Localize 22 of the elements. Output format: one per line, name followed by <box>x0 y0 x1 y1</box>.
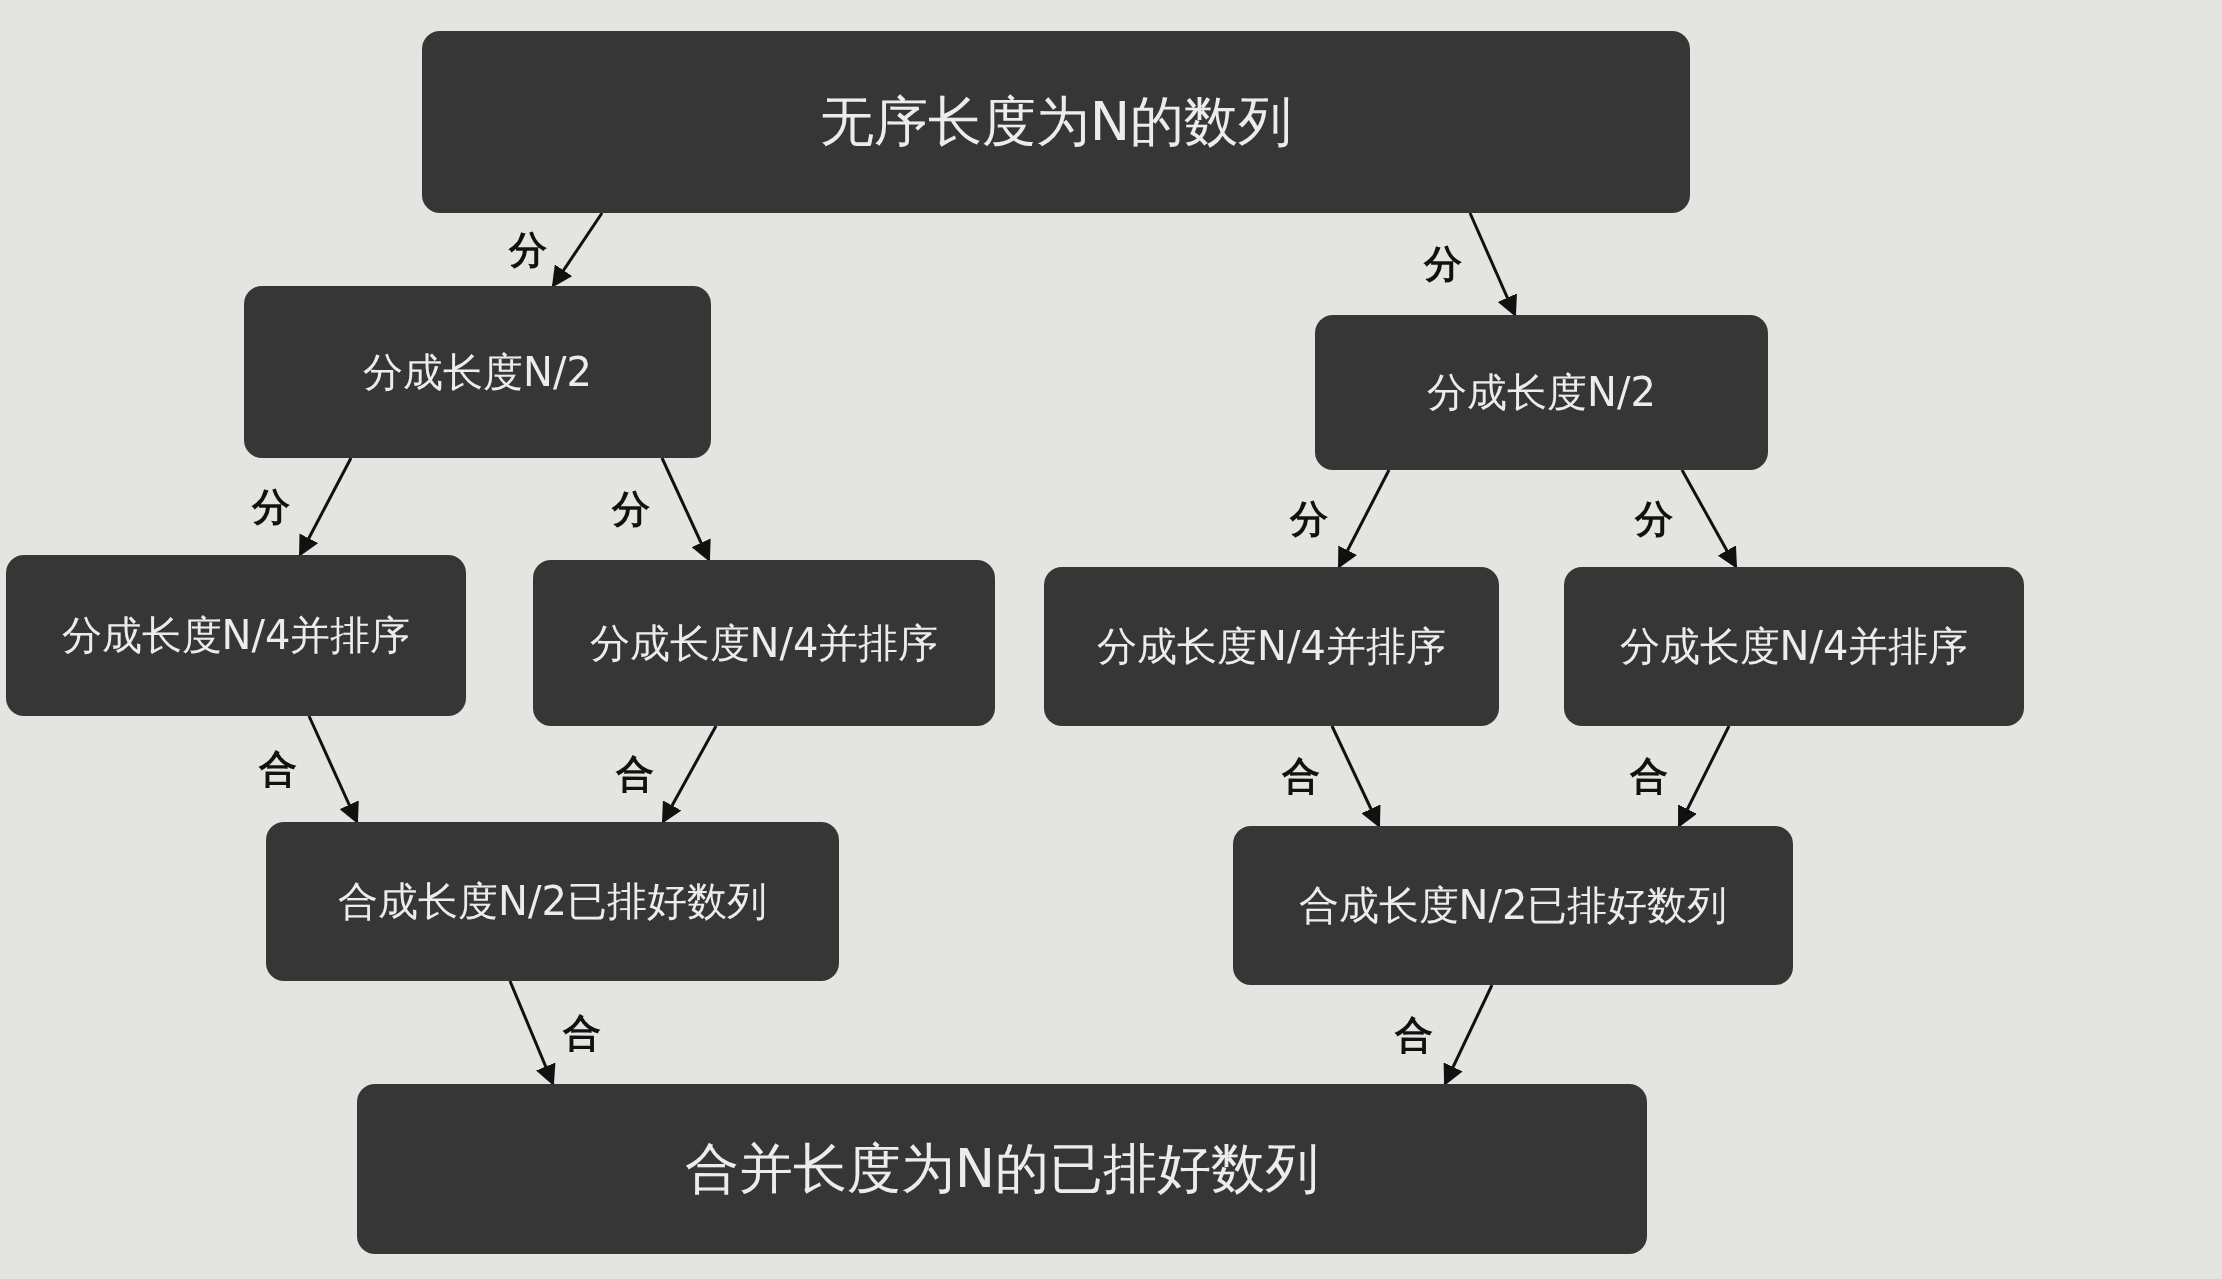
arrow <box>660 457 711 562</box>
process-box: 无序长度为N的数列 <box>422 31 1690 213</box>
arrow <box>1337 469 1391 569</box>
process-box: 合成长度N/2已排好数列 <box>1233 826 1793 985</box>
process-box: 分成长度N/4并排序 <box>6 555 466 716</box>
process-box: 分成长度N/4并排序 <box>1044 567 1499 726</box>
arrow <box>307 715 359 824</box>
process-box: 合成长度N/2已排好数列 <box>266 822 839 981</box>
process-box: 分成长度N/4并排序 <box>1564 567 2024 726</box>
arrow <box>551 212 604 288</box>
arrow <box>1468 212 1517 317</box>
arrow <box>1677 725 1731 828</box>
arrow <box>1443 984 1494 1086</box>
arrow <box>1680 469 1738 569</box>
process-box: 分成长度N/2 <box>244 286 711 458</box>
arrow <box>298 457 353 557</box>
arrow <box>661 725 718 824</box>
arrow <box>1330 725 1381 828</box>
arrow <box>508 980 556 1086</box>
process-box: 分成长度N/4并排序 <box>533 560 995 726</box>
process-box: 分成长度N/2 <box>1315 315 1768 470</box>
process-box: 合并长度为N的已排好数列 <box>357 1084 1647 1254</box>
